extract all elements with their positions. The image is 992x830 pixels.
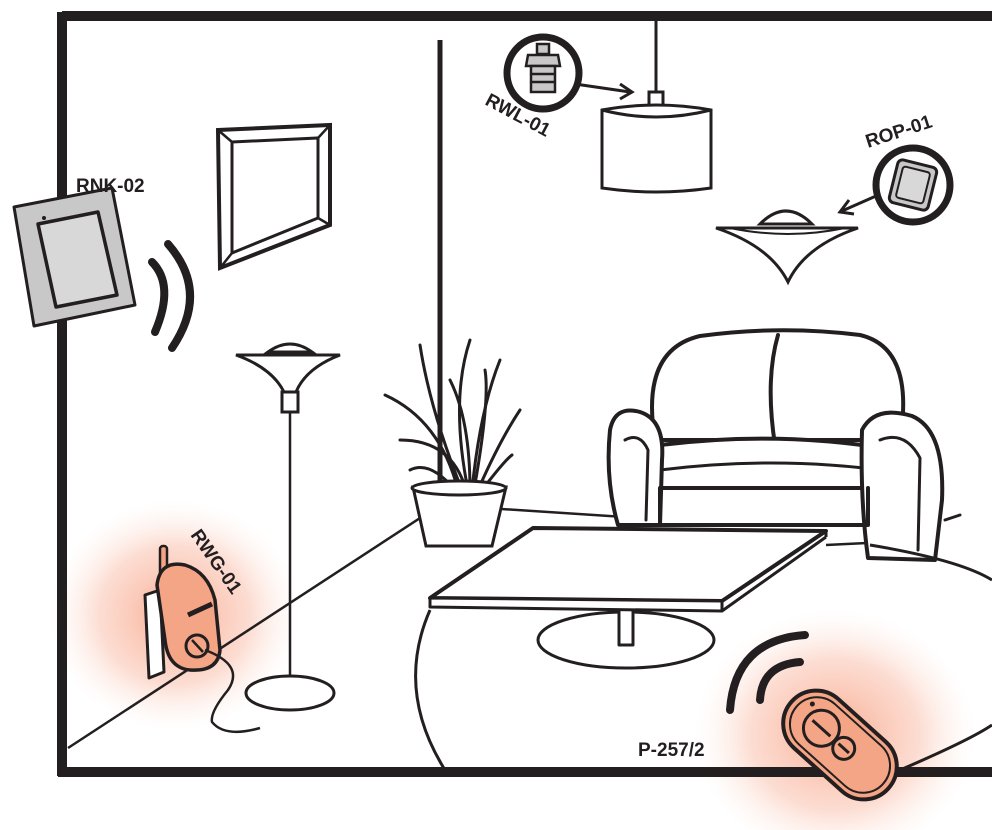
armchair (609, 330, 960, 560)
rnk-label: RNK-02 (76, 176, 145, 197)
pendant-lamp (602, 18, 711, 192)
rop-arrow (840, 196, 876, 214)
rnk-signal-waves (152, 244, 190, 348)
picture-frame (218, 125, 330, 268)
potted-plant (385, 340, 520, 546)
rwl-arrow (575, 84, 632, 99)
rop-badge (876, 148, 950, 222)
bowl-lamp (716, 211, 858, 282)
rwl-badge (507, 37, 579, 109)
remote-label: P-257/2 (638, 740, 705, 761)
rnk-panel (14, 188, 135, 326)
